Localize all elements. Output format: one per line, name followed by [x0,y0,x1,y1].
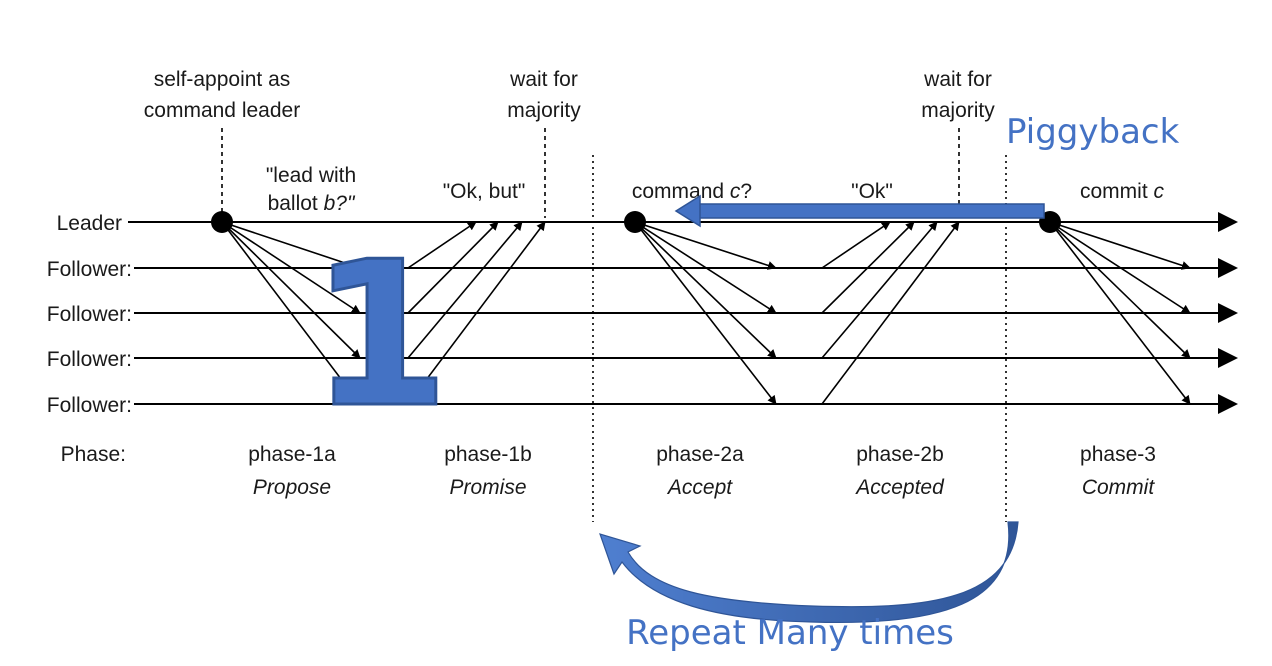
piggyback-label: Piggyback [1006,112,1180,152]
wait-majority-1-line-2: majority [507,99,581,122]
msg-1b-1 [407,221,477,269]
msg-2a-3 [634,221,777,359]
row-label-phase: Phase: [61,443,126,466]
command-c-label: command c? [632,180,752,203]
command-c: c [730,180,741,203]
repeat-arc-arrow [599,521,1019,624]
msg-2a-4 [634,221,777,405]
msg-2b-4 [821,221,960,405]
wait-majority-2-line-2: majority [921,99,995,122]
msg-1b-2 [407,221,499,314]
commit-c: c [1154,180,1165,203]
annotations: self-appoint as command leader wait for … [144,68,1165,215]
phase-name-3: phase-3 [1080,443,1156,466]
commit-word: commit [1080,180,1154,203]
messages-phase-1a [221,221,361,405]
big-number-one: 1 [310,219,449,452]
wait-majority-2-line-1: wait for [923,68,992,91]
leader-dot-propose [211,211,233,233]
msg-3-3 [1049,221,1191,359]
msg-1b-3 [407,221,523,359]
messages-phase-2b [821,221,960,405]
command-q: ? [740,180,752,203]
self-appoint-line-2: command leader [144,99,300,122]
ok-label: "Ok" [851,180,893,203]
msg-2a-2 [634,221,777,314]
phase-label-3: Commit [1082,476,1155,499]
msg-1a-3 [221,221,361,359]
leader-dot-accept [624,211,646,233]
dashed-markers [221,128,960,218]
row-label-follower-2: Follower: [47,303,132,326]
phase-name-1a: phase-1a [248,443,336,466]
repeat-label: Repeat Many times [626,613,954,653]
msg-3-4 [1049,221,1191,405]
piggyback-arrow-head [674,194,701,228]
phase-name-2a: phase-2a [656,443,744,466]
row-labels: Leader Follower: Follower: Follower: Fol… [47,212,132,466]
msg-2b-3 [821,221,938,359]
lead-with-line-1: "lead with [266,164,356,187]
repeat-arc [599,521,1019,624]
self-appoint-line-1: self-appoint as [154,68,291,91]
msg-1a-2 [221,221,361,314]
messages-phase-3 [1049,221,1191,405]
msg-3-1 [1049,221,1191,270]
piggyback-arrow [674,194,1045,228]
msg-2b-1 [821,221,891,269]
wait-majority-1-line-1: wait for [509,68,578,91]
msg-2a-1 [634,221,777,270]
msg-1a-4 [221,221,361,405]
phase-name-2b: phase-2b [856,443,944,466]
row-label-follower-3: Follower: [47,348,132,371]
timelines [128,212,1238,414]
lead-with-b: b?" [324,192,356,215]
phase-labels: phase-1a Propose phase-1b Promise phase-… [248,443,1156,499]
msg-2b-2 [821,221,915,314]
row-label-leader: Leader [57,212,122,235]
messages-phase-2a [634,221,777,405]
phase-label-2b: Accepted [854,476,945,499]
piggyback-arrow-shaft [697,203,1045,219]
row-label-follower-4: Follower: [47,394,132,417]
phase-name-1b: phase-1b [444,443,532,466]
msg-1a-1 [221,221,361,270]
lead-with-line-2: ballot b?" [268,192,356,215]
messages-phase-1b [407,221,546,405]
msg-3-2 [1049,221,1191,314]
commit-c-label: commit c [1080,180,1165,203]
phase-label-1b: Promise [449,476,526,499]
row-label-follower-1: Follower: [47,258,132,281]
phase-label-2a: Accept [666,476,733,499]
lead-with-ballot: ballot [268,192,324,215]
msg-1b-4 [407,221,546,405]
phase-label-1a: Propose [253,476,331,499]
ok-but-label: "Ok, but" [443,180,526,203]
command-word: command [632,180,730,203]
